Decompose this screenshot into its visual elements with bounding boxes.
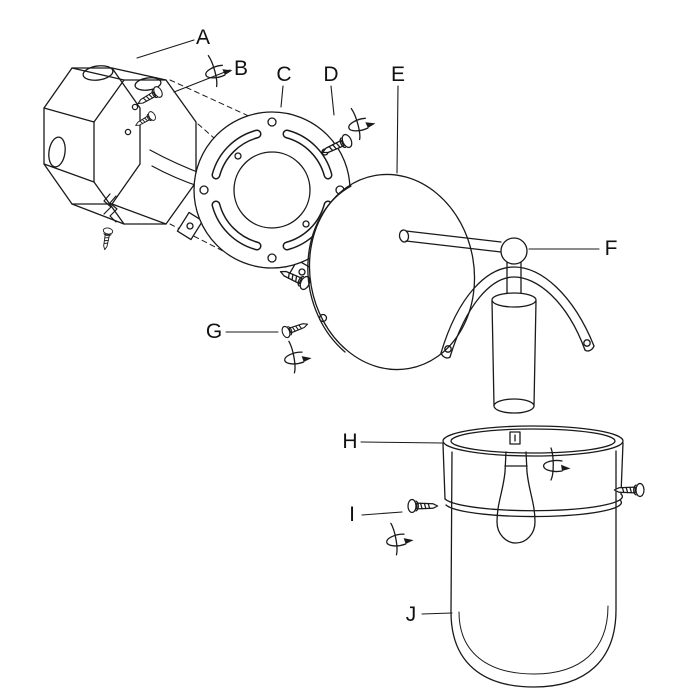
arch-hole: [444, 345, 452, 353]
box-screw: [134, 84, 165, 110]
tab-hole: [186, 222, 194, 230]
support-arm: [398, 229, 528, 265]
screw-hole: [267, 253, 277, 263]
label-e: E: [391, 63, 405, 86]
label-b: B: [234, 57, 248, 80]
label-c: C: [276, 63, 291, 86]
leader-lines: [136, 39, 600, 615]
leader-line-j: [421, 612, 453, 615]
screw-hole: [267, 117, 277, 127]
leader-line-i: [361, 511, 403, 516]
thumbscrew-right: [613, 482, 645, 498]
screw-hole: [302, 220, 310, 228]
rotation-arrow: [382, 519, 417, 557]
junction-box: [43, 65, 197, 225]
rotation-arrow: [280, 337, 315, 375]
label-i: I: [349, 503, 355, 526]
leader-line-e: [396, 85, 399, 174]
label-g: G: [206, 320, 222, 343]
leader-line-d: [330, 85, 335, 116]
canopy-screw-hole: [318, 313, 328, 323]
ground-screw: [99, 226, 114, 251]
thumbscrew-left: [407, 498, 439, 514]
label-f: F: [605, 237, 618, 260]
screw-hole: [124, 128, 132, 136]
screw-hole: [131, 103, 139, 111]
center-wire-hole: [233, 151, 311, 229]
screw-hole: [199, 185, 209, 195]
glass-globe: [450, 450, 617, 688]
set-screw: [280, 318, 311, 340]
leader-line-h: [360, 441, 444, 444]
part-labels: A B C D E F G H I J: [196, 26, 617, 626]
knockout-hole: [48, 136, 66, 168]
knockout-hole: [82, 65, 114, 81]
leader-line-c: [280, 85, 284, 108]
leader-line-b: [173, 69, 231, 93]
knockout-hole: [134, 77, 162, 91]
arch-hole: [583, 339, 591, 347]
label-d: D: [323, 63, 338, 86]
mounting-tab: [176, 211, 204, 241]
lamp-socket: [491, 261, 537, 414]
canopy: [307, 173, 476, 371]
rotation-arrow: [343, 102, 380, 143]
tab-hole: [298, 268, 306, 276]
light-bulb: [496, 451, 536, 544]
ball-joint: [500, 237, 528, 265]
label-j: J: [406, 603, 417, 626]
label-a: A: [196, 26, 210, 49]
fixture-arch: [440, 266, 595, 359]
leader-line-a: [136, 39, 195, 59]
rotation-arrow: [200, 49, 237, 90]
screw-hole: [234, 152, 242, 160]
collar-ring: [442, 425, 624, 518]
label-h: H: [342, 430, 357, 453]
crossbar-plate: [176, 111, 351, 285]
